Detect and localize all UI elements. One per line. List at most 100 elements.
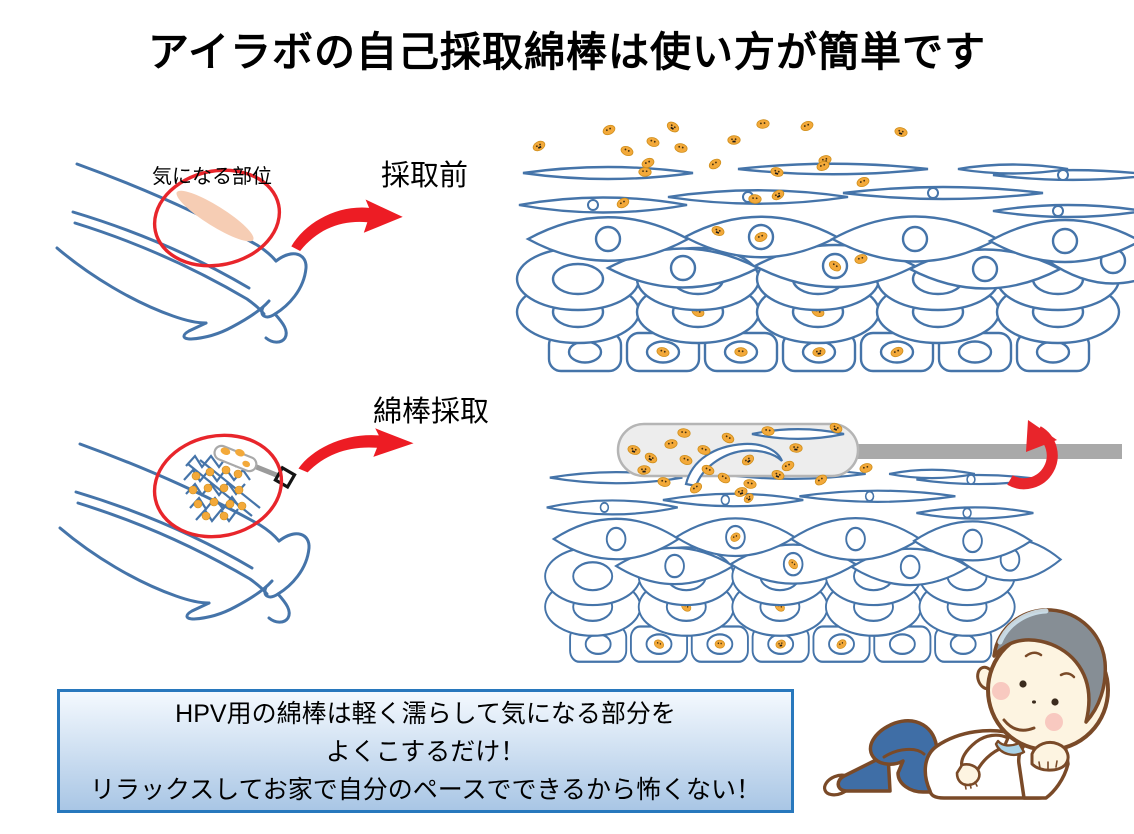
virus-particle [638, 167, 652, 177]
nucleus [966, 473, 976, 486]
hand-on-hip [955, 763, 981, 787]
virus-particle [616, 197, 630, 209]
virus-particle [856, 176, 870, 188]
nose [1032, 700, 1036, 704]
cell-diagram-swab [544, 420, 1122, 663]
surface-cell [888, 468, 976, 480]
nucleus [1052, 205, 1064, 217]
before-collection-label: 採取前 [381, 160, 469, 192]
virus-particle [717, 472, 731, 484]
extended-leg [836, 752, 892, 793]
relaxed-person-illustration [822, 608, 1110, 800]
virus-particle [828, 260, 842, 272]
nucleus [864, 490, 875, 502]
collected-cell [751, 428, 845, 440]
virus-particle [679, 455, 693, 465]
virus-particle [836, 639, 847, 649]
virus-particle [708, 158, 722, 170]
virus-dot [188, 485, 198, 495]
virus-particle [814, 474, 828, 486]
virus-particle [656, 347, 670, 357]
virus-dot [221, 465, 231, 475]
virus-particle [657, 477, 671, 487]
rotation-arrow-icon [1007, 420, 1058, 490]
virus-particle [701, 464, 715, 476]
area-of-concern-label: 気になる部位 [152, 166, 272, 188]
surface-cell [662, 492, 804, 508]
eyebrows [1024, 651, 1076, 679]
virus-particle [620, 145, 634, 157]
surface-cell [737, 162, 929, 176]
virus-dot [225, 499, 235, 509]
surface-cell [522, 165, 694, 181]
virus-particle [859, 463, 873, 473]
virus-dot [201, 511, 211, 521]
virus-cloud [627, 422, 873, 497]
virus-particle [816, 161, 830, 171]
virus-particle [812, 347, 826, 357]
surface-cell [957, 163, 1069, 175]
virus-particle [674, 143, 688, 153]
virus-particle [697, 445, 711, 455]
nucleus [927, 187, 939, 199]
virus-dot [193, 499, 203, 509]
virus-particle [770, 167, 784, 177]
info-box: HPV用の綿棒は軽く濡らして気になる部分を よくこするだけ！ リラックスしてお家… [57, 689, 794, 813]
surface-cell [842, 185, 1044, 201]
nucleus [1057, 169, 1069, 181]
virus-particle [894, 127, 908, 137]
virus-particle [748, 194, 762, 204]
collected-cell [684, 442, 784, 488]
virus-particle [727, 135, 741, 145]
red-curved-arrow-icon [298, 428, 414, 473]
virus-particle [646, 137, 660, 147]
info-line-2: よくこするだけ！ [325, 738, 526, 766]
blush-right [1045, 713, 1063, 731]
swab-collection-label: 綿棒採取 [373, 396, 490, 428]
virus-particle [771, 470, 785, 480]
hand-under-chin [1030, 740, 1070, 772]
nucleus [599, 501, 610, 514]
red-curved-arrow-icon [291, 199, 403, 251]
virus-dot [234, 485, 244, 495]
virus-particle [532, 140, 546, 152]
virus-particle [789, 443, 803, 453]
eye-left [1019, 680, 1027, 688]
virus-particle [756, 119, 770, 129]
virus-dot [209, 497, 219, 507]
virus-dot [203, 483, 213, 493]
anatomy-swab-illustration [58, 433, 311, 624]
virus-dot [233, 469, 243, 479]
surface-cell [916, 506, 1034, 520]
virus-particle [602, 124, 616, 136]
virus-particle [666, 121, 680, 133]
hair-highlight [997, 608, 1049, 645]
virus-particle [637, 465, 651, 475]
virus-dot [205, 467, 215, 477]
anatomy-before-illustration [55, 162, 308, 344]
highlight-ellipse [152, 168, 282, 268]
virus-particle [714, 639, 725, 649]
virus-cloud [532, 119, 908, 264]
virus-particle [800, 120, 814, 132]
lesion-area [176, 190, 254, 242]
nucleus [587, 199, 599, 211]
virus-particle [711, 226, 725, 236]
virus-particle [761, 426, 775, 436]
info-line-1: HPV用の綿棒は軽く濡らして気になる部分を [175, 700, 676, 728]
surface-cell [518, 196, 688, 214]
swab-stick [856, 444, 1122, 459]
virus-particle [829, 422, 843, 434]
page-title: アイラボの自己採取綿棒は使い方が簡単です [148, 29, 986, 75]
finger-lines [964, 781, 978, 790]
pants-fold [882, 748, 926, 759]
virus-particle [734, 487, 748, 497]
virus-particle [653, 639, 665, 649]
surface-cell [546, 499, 678, 516]
virus-dot [219, 483, 229, 493]
hair [992, 608, 1108, 724]
virus-particle [775, 639, 786, 649]
virus-particle [677, 428, 691, 438]
collected-virus-dots [188, 465, 247, 521]
